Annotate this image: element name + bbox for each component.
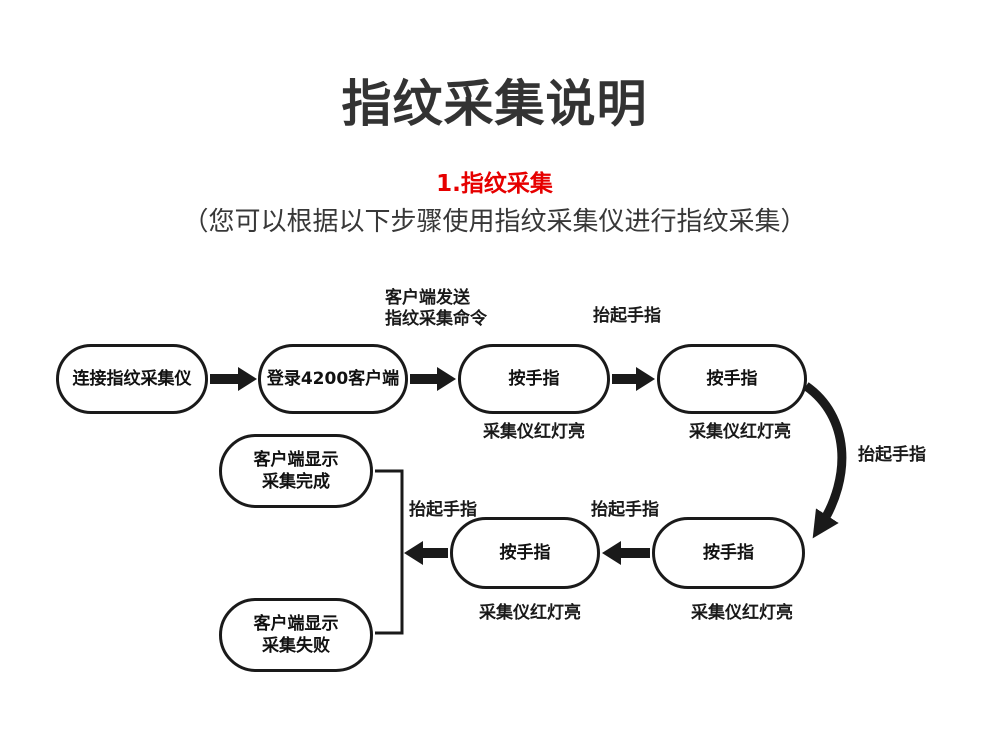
label-red-light-4: 采集仪红灯亮 [691,603,793,623]
node-collect-done: 客户端显示 采集完成 [219,434,373,508]
label-red-light-1: 采集仪红灯亮 [483,422,585,442]
page-title: 指纹采集说明 [341,75,648,133]
node-label: 按手指 [703,543,754,563]
node-connect-collector: 连接指纹采集仪 [56,344,208,414]
label-lift-finger-4: 抬起手指 [591,500,659,520]
arrow-press3-to-press4 [602,541,650,565]
label-lift-finger-1: 抬起手指 [593,306,661,326]
node-label: 按手指 [508,369,560,389]
node-press-finger-4: 按手指 [450,517,600,589]
label-lift-finger-2: 抬起手指 [858,445,926,465]
arrow-press2-to-press3-curved [803,382,847,539]
node-label: 登录4200客户端 [266,369,400,389]
node-label-line2: 采集完成 [262,472,330,492]
arrow-press1-to-press2 [612,367,655,391]
node-label-line1: 客户端显示 [253,614,339,634]
label-send-command: 客户端发送 指纹采集命令 [385,288,525,330]
node-collect-fail: 客户端显示 采集失败 [219,598,373,672]
result-branch-bracket [375,469,404,635]
page-subtitle: （您可以根据以下步骤使用指纹采集仪进行指纹采集） [182,207,807,237]
node-login-client: 登录4200客户端 [258,344,408,414]
arrow-press4-to-results [404,541,448,565]
label-red-light-3: 采集仪红灯亮 [479,603,581,623]
node-label: 连接指纹采集仪 [72,369,192,389]
arrow-connect-to-login [210,367,257,391]
label-send-command-line1: 客户端发送 [385,288,470,308]
section-heading: 1.指纹采集 [436,171,553,197]
label-send-command-line2: 指纹采集命令 [385,309,487,329]
label-lift-finger-3: 抬起手指 [409,500,477,520]
node-label-line2: 采集失败 [262,636,330,656]
node-press-finger-2: 按手指 [657,344,807,414]
node-label-line1: 客户端显示 [253,450,339,470]
arrow-login-to-press1 [410,367,456,391]
node-label: 按手指 [499,543,551,563]
label-red-light-2: 采集仪红灯亮 [689,422,791,442]
node-label: 按手指 [706,369,758,389]
node-press-finger-3: 按手指 [652,517,805,589]
node-press-finger-1: 按手指 [458,344,610,414]
